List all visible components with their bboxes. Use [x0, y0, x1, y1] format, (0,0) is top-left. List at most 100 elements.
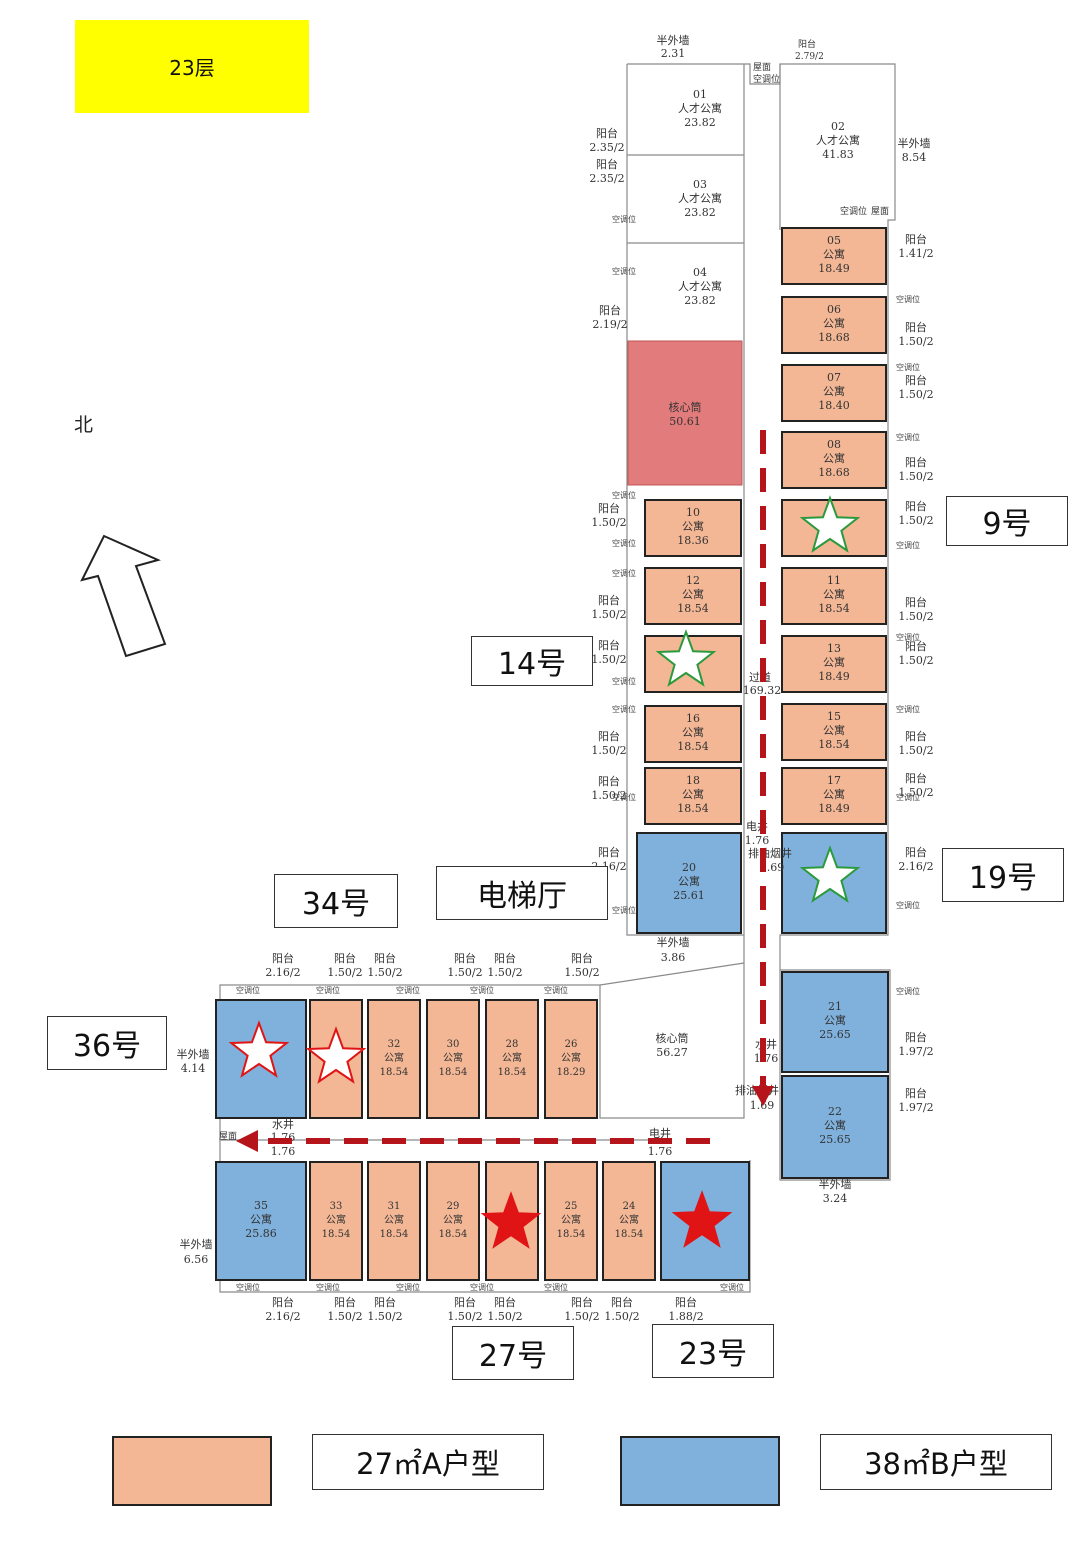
- unit-area: 18.54: [615, 1229, 644, 1240]
- unit-area: 23.82: [684, 294, 716, 307]
- unit-box: [644, 705, 742, 763]
- unit-area: 18.54: [677, 740, 709, 753]
- ac-label: 空调位: [612, 792, 636, 802]
- balcony-value: 2.35/2: [589, 172, 624, 185]
- balcony-label: 阳台: [905, 373, 927, 387]
- callout-elevator-lobby: 电梯厅: [436, 866, 608, 920]
- unit-type: 公寓: [823, 247, 845, 261]
- unit-number: 04: [693, 266, 707, 279]
- unit-type: 公寓: [682, 787, 704, 801]
- unit-box: [781, 703, 887, 761]
- callout-14: 14号: [471, 636, 593, 686]
- unit-box: [367, 999, 421, 1119]
- outer-wall-label: 半外墙: [177, 1047, 210, 1061]
- balcony-label: 阳台: [596, 157, 618, 171]
- unit-type: 人才公寓: [678, 191, 722, 205]
- unit-area: 18.54: [818, 602, 850, 615]
- balcony-label: 阳台: [905, 639, 927, 653]
- core-north: 核心筒 50.61: [627, 340, 743, 486]
- ac-label: 空调位: [896, 900, 920, 910]
- star-icon: [655, 629, 717, 687]
- unit-type: 公寓: [384, 1213, 404, 1226]
- unit-number: 26: [565, 1039, 578, 1050]
- balcony-value: 1.50/2: [591, 516, 626, 529]
- star-icon: [799, 495, 861, 553]
- outer-wall-label: 半外墙: [180, 1237, 213, 1251]
- roof-label: 屋面: [219, 1131, 237, 1142]
- ac-label: 空调位: [544, 1282, 568, 1292]
- unit-number: 20: [682, 861, 696, 874]
- unit-box: [781, 364, 887, 422]
- floor-tag: 23层: [75, 20, 309, 113]
- unit-area: 25.65: [819, 1133, 851, 1146]
- unit-type: 公寓: [682, 725, 704, 739]
- unit-area: 25.61: [673, 889, 705, 902]
- unit-number: 35: [254, 1199, 268, 1212]
- balcony-value: 1.50/2: [898, 786, 933, 799]
- unit-box: [636, 832, 742, 934]
- balcony-value: 1.50/2: [898, 470, 933, 483]
- balcony-value: 1.88/2: [668, 1310, 703, 1323]
- unit-type: 公寓: [443, 1213, 463, 1226]
- unit-type: 公寓: [326, 1213, 346, 1226]
- balcony-label: 阳台: [905, 499, 927, 513]
- star-icon: [305, 1026, 367, 1084]
- balcony-value: 1.50/2: [327, 1310, 362, 1323]
- unit-type: 公寓: [824, 1118, 846, 1132]
- unit-number: 13: [827, 642, 841, 655]
- unit-box: [426, 999, 480, 1119]
- unit-number: 03: [693, 178, 707, 191]
- outer-wall-label: 半外墙: [657, 33, 690, 47]
- unit-box: [781, 1075, 889, 1179]
- unit-area: 23.82: [684, 116, 716, 129]
- unit-number: 32: [388, 1039, 401, 1050]
- balcony-value: 1.97/2: [898, 1045, 933, 1058]
- shaft-label: 排油烟井: [748, 846, 792, 860]
- unit-area: 18.49: [818, 262, 850, 275]
- balcony-value: 1.50/2: [591, 744, 626, 757]
- balcony-value: 1.50/2: [367, 966, 402, 979]
- unit-number: 25: [565, 1201, 578, 1212]
- balcony-value: 2.16/2: [265, 1310, 300, 1323]
- ac-label: 空调位: [612, 676, 636, 686]
- callout-34: 34号: [274, 874, 398, 928]
- unit-number: 02: [831, 120, 845, 133]
- ac-label: 空调位: [396, 1282, 420, 1292]
- unit-box: [644, 567, 742, 625]
- callout-36: 36号: [47, 1016, 167, 1070]
- balcony-label: 阳台: [598, 729, 620, 743]
- callout-23: 23号: [652, 1324, 774, 1378]
- unit-number: 05: [827, 234, 841, 247]
- ac-label: 空调位: [612, 704, 636, 714]
- unit-area: 18.54: [677, 802, 709, 815]
- unit-area: 18.54: [380, 1229, 409, 1240]
- balcony-value: 1.50/2: [591, 608, 626, 621]
- unit-area: 23.82: [684, 206, 716, 219]
- balcony-value: 1.50/2: [898, 610, 933, 623]
- unit-box: [215, 1161, 307, 1281]
- ac-label: 空调位: [896, 704, 920, 714]
- callout-27: 27号: [452, 1326, 574, 1380]
- unit-type: 公寓: [384, 1051, 404, 1064]
- balcony-label: 阳台: [596, 126, 618, 140]
- unit-box: [781, 767, 887, 825]
- balcony-value: 1.50/2: [591, 653, 626, 666]
- balcony-label: 阳台: [611, 1295, 633, 1309]
- balcony-label: 阳台: [334, 1295, 356, 1309]
- unit-type: 公寓: [502, 1051, 522, 1064]
- balcony-label: 阳台: [598, 593, 620, 607]
- star-icon: [671, 1190, 733, 1248]
- core-area: 50.61: [669, 415, 701, 428]
- balcony-label: 阳台: [374, 1295, 396, 1309]
- unit-box: [781, 567, 887, 625]
